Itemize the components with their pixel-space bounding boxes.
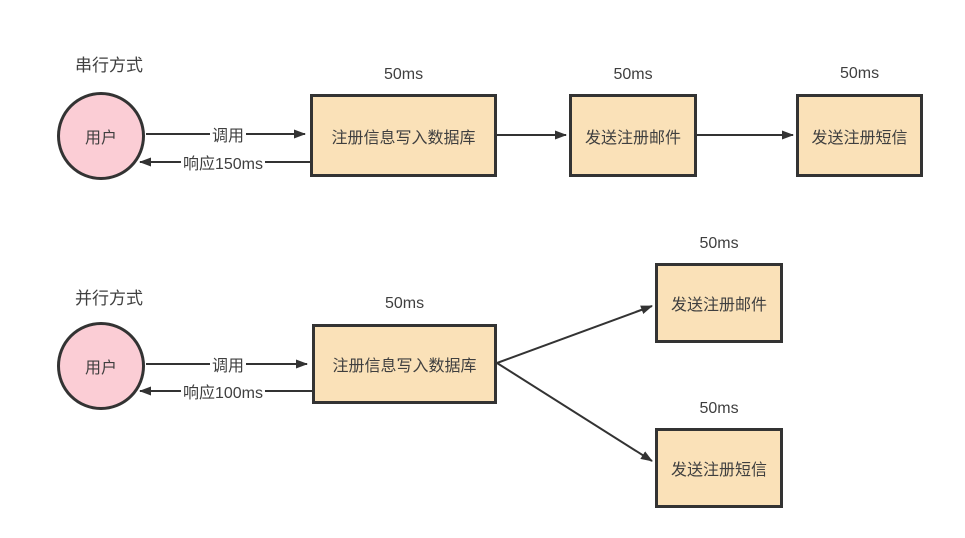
serial-call-label: 调用 (209, 122, 247, 146)
parallel-section-label: 并行方式 (75, 289, 143, 308)
serial-step-db: 注册信息写入数据库 (310, 94, 497, 177)
parallel-branch-sms-arrow (496, 362, 653, 462)
serial-step-email: 发送注册邮件 (569, 94, 697, 177)
serial-response-label: 响应150ms (180, 150, 266, 174)
serial-step-sms-label: 发送注册短信 (811, 129, 908, 147)
parallel-call-label: 调用 (209, 352, 247, 376)
parallel-branch-email-duration: 50ms (699, 235, 739, 252)
parallel-branch-email-arrow (496, 305, 653, 364)
parallel-actor-label: 用户 (84, 360, 117, 377)
serial-section-label: 串行方式 (75, 56, 143, 75)
serial-actor: 用户 (57, 92, 145, 180)
serial-step-email-label: 发送注册邮件 (584, 129, 681, 147)
serial-step-db-label: 注册信息写入数据库 (331, 129, 476, 147)
serial-actor-label: 用户 (84, 130, 117, 147)
parallel-response-label: 响应100ms (180, 379, 266, 403)
parallel-branch-email-label: 发送注册邮件 (670, 297, 767, 314)
parallel-root-step: 注册信息写入数据库 (312, 324, 497, 404)
parallel-actor: 用户 (57, 322, 145, 410)
parallel-root-step-label: 注册信息写入数据库 (332, 358, 477, 375)
parallel-branch-sms: 发送注册短信 (655, 428, 783, 508)
serial-step-email-duration: 50ms (613, 66, 653, 83)
parallel-branch-sms-label: 发送注册短信 (670, 462, 767, 479)
serial-step-sms: 发送注册短信 (796, 94, 923, 177)
parallel-root-step-duration: 50ms (384, 295, 425, 312)
serial-step-db-duration: 50ms (383, 66, 424, 83)
serial-step-sms-duration: 50ms (839, 65, 880, 82)
parallel-branch-sms-duration: 50ms (699, 400, 739, 417)
parallel-branch-email: 发送注册邮件 (655, 263, 783, 343)
